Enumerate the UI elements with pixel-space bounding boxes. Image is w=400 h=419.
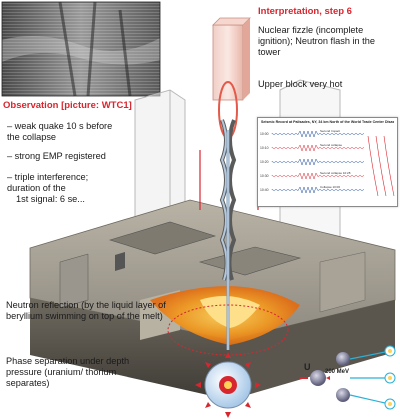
observation-item-4: 1st signal: 6 se... bbox=[16, 194, 85, 204]
decay-curve bbox=[375, 135, 387, 197]
seismic-traces: 10:00 Second Impact 10:10 Second collapse 10… bbox=[260, 129, 395, 197]
ground-block bbox=[29, 199, 396, 400]
seismic-trace bbox=[271, 186, 365, 194]
observation-item-1: – weak quake 10 s before the collapse bbox=[7, 121, 113, 142]
observation-item-3: – triple interference; duration of the bbox=[7, 172, 89, 193]
energy-label: 200 MeV bbox=[325, 369, 350, 375]
phase-separation-note: Phase separation under depth pressure (u… bbox=[6, 356, 130, 388]
melt-layer bbox=[150, 286, 300, 345]
interpretation-fizzle: Nuclear fizzle (incomplete ignition); Ne… bbox=[258, 25, 375, 57]
interpretation-upper-block: Upper block very hot bbox=[258, 79, 343, 89]
wtc1-photo bbox=[1, 1, 161, 97]
phase-separation-sphere bbox=[167, 304, 289, 418]
seismic-time-label: 10:30 bbox=[260, 174, 269, 178]
seismic-time-label: 10:20 bbox=[260, 160, 269, 164]
seismic-trace bbox=[271, 144, 365, 152]
interpretation-title: Interpretation, step 6 bbox=[258, 6, 352, 17]
seismic-trace bbox=[271, 158, 365, 166]
decay-curve bbox=[383, 135, 395, 197]
uranium-label: U bbox=[304, 362, 311, 372]
seismic-trace bbox=[271, 172, 365, 180]
seismic-event-label: Second collapse bbox=[320, 143, 342, 147]
observation-item-2: – strong EMP registered bbox=[7, 151, 106, 161]
seismic-time-label: 10:40 bbox=[260, 188, 269, 192]
observation-title: Observation [picture: WTC1] bbox=[3, 100, 132, 111]
seismic-time-label: 10:10 bbox=[260, 146, 269, 150]
decay-curve bbox=[367, 135, 379, 197]
tower-spire bbox=[212, 17, 251, 350]
seismic-trace bbox=[271, 130, 365, 138]
seismic-record-inset: Seismic Record at Palisades, NY, 34 km N… bbox=[257, 117, 398, 207]
seismic-title: Seismic Record at Palisades, NY, 34 km N… bbox=[261, 120, 394, 124]
seismic-event-label: Second Impact bbox=[320, 129, 340, 133]
fission-diagram bbox=[300, 345, 396, 410]
neutron-reflection-note: Neutron reflection (by the liquid layer … bbox=[6, 300, 166, 321]
seismic-event-label: Second collapse 10:28 bbox=[320, 171, 351, 175]
seismic-event-label: Collapse 10:06 bbox=[320, 185, 340, 189]
seismic-time-label: 10:00 bbox=[260, 132, 269, 136]
